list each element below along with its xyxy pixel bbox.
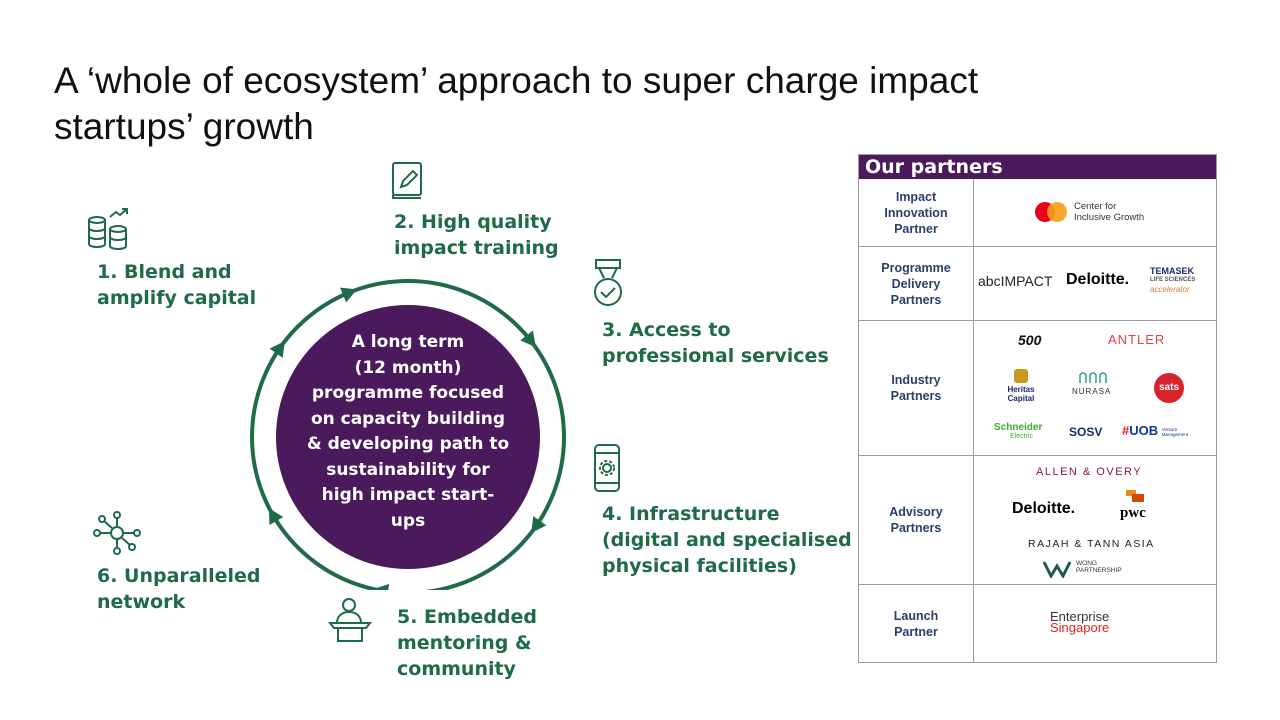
sosv-logo: SOSV <box>1069 425 1103 439</box>
temasek-accelerator-logo: TEMASEK LIFE SCIENCES accelerator <box>1150 266 1196 295</box>
pillar-line: 6. Unparalleled <box>97 565 261 587</box>
network-nodes-icon <box>93 511 141 555</box>
pillar-network: 6. Unparalleled network <box>97 563 261 615</box>
medal-check-icon <box>594 259 622 306</box>
center-inclusive-growth-logo: Center for Inclusive Growth <box>1074 201 1145 223</box>
uob-logo: #UOB Venture Management <box>1122 423 1189 438</box>
center-line: programme focused <box>311 383 505 403</box>
center-line: A long term <box>351 332 465 352</box>
partners-header: Our partners <box>859 155 1216 179</box>
pillar-line: 3. Access to <box>602 319 731 341</box>
center-line: & developing path to <box>306 434 510 454</box>
center-line: ups <box>390 510 426 531</box>
pillar-line: community <box>397 658 516 680</box>
pwc-logo: pwc <box>1120 490 1146 522</box>
partner-row-launch: Launch Partner Enterprise Singapore <box>859 584 1216 662</box>
partner-category: Advisory Partners <box>859 456 974 584</box>
cycle-arrows <box>268 287 547 590</box>
deloitte-logo: Deloitte. <box>1066 271 1130 288</box>
schneider-electric-logo: Schneider Electric <box>994 422 1043 441</box>
partners-table: Our partners Impact Innovation Partner C… <box>858 154 1217 663</box>
pillar-line: impact training <box>394 237 559 259</box>
partner-logos: Enterprise Singapore <box>974 585 1216 662</box>
allen-overy-logo: ALLEN & OVERY <box>1036 466 1143 478</box>
500-logo: 500 <box>1018 332 1042 348</box>
pillar-line: 1. Blend and <box>97 261 232 283</box>
page-title: A ‘whole of ecosystem’ approach to super… <box>54 60 979 147</box>
cycle-arrowhead <box>269 340 285 358</box>
partner-category: Industry Partners <box>859 321 974 455</box>
partner-row-industry: Industry Partners 500 ANTLER Heritas Cap… <box>859 320 1216 455</box>
wong-partnership-logo: WONG PARTNERSHIP <box>1076 560 1122 574</box>
center-line: (12 month) <box>354 357 462 378</box>
pillar-line: 5. Embedded <box>397 606 538 628</box>
center-circle <box>276 305 540 569</box>
partner-logos: Center for Inclusive Growth <box>974 179 1216 246</box>
presenter-podium-icon <box>328 598 372 642</box>
cycle-arrowhead <box>373 583 390 590</box>
partner-category: Programme Delivery Partners <box>859 247 974 320</box>
pillar-line: physical facilities) <box>602 555 797 577</box>
pwc-mark <box>1126 490 1144 502</box>
center-line: high impact start- <box>321 485 495 505</box>
pillar-mentoring-community: 5. Embedded mentoring & community <box>397 604 537 682</box>
cycle-arrowhead <box>520 330 536 348</box>
partner-logos: 500 ANTLER Heritas Capital NURASA sats S… <box>974 321 1216 455</box>
mastercard-logo <box>1035 202 1067 222</box>
cycle-arrowhead <box>531 516 547 534</box>
pillar-line: professional services <box>602 345 829 367</box>
abcimpact-logo: abcIMPACT <box>978 273 1053 289</box>
center-statement: A long term (12 month) programme focused… <box>300 330 516 534</box>
cycle-ring <box>250 279 566 590</box>
book-pen-icon <box>392 162 422 199</box>
partner-category: Impact Innovation Partner <box>859 179 974 246</box>
phone-gear-icon <box>594 444 620 492</box>
pillar-line: (digital and specialised <box>602 529 852 551</box>
deloitte-advisory-logo: Deloitte. <box>1012 500 1076 517</box>
partner-row-advisory: Advisory Partners ALLEN & OVERY Deloitte… <box>859 455 1216 584</box>
nurasa-logo: NURASA <box>1072 387 1112 396</box>
pillar-professional-services: 3. Access to professional services <box>602 317 829 369</box>
pillar-line: 2. High quality <box>394 211 552 233</box>
wong-partnership-mark <box>1042 561 1072 578</box>
coins-growth-icon <box>88 208 128 251</box>
partner-logos: ALLEN & OVERY Deloitte. pwc RAJAH & TANN… <box>974 456 1216 584</box>
center-line: sustainability for <box>326 459 490 480</box>
nurasa-mark <box>1079 372 1107 383</box>
enterprise-singapore-logo: Enterprise Singapore <box>1050 609 1110 635</box>
antler-logo: ANTLER <box>1108 332 1166 347</box>
partner-logos: abcIMPACT Deloitte. TEMASEK LIFE SCIENCE… <box>974 247 1216 320</box>
pillar-line: amplify capital <box>97 287 257 309</box>
partner-row-impact-innovation: Impact Innovation Partner Center for Inc… <box>859 179 1216 246</box>
center-line: on capacity building <box>310 408 506 429</box>
cycle-arrowhead <box>268 508 284 526</box>
pillar-line: network <box>97 591 186 613</box>
rajah-tann-logo: RAJAH & TANN ASIA <box>1028 538 1155 550</box>
pillar-infrastructure: 4. Infrastructure (digital and specialis… <box>602 501 852 579</box>
cycle-arrowhead <box>340 287 358 303</box>
sats-logo: sats <box>1154 373 1184 403</box>
heritas-capital-logo: Heritas Capital <box>1004 369 1038 403</box>
pillar-line: mentoring & <box>397 632 532 654</box>
partner-category: Launch Partner <box>859 585 974 662</box>
pillar-blend-capital: 1. Blend and amplify capital <box>97 259 256 311</box>
pillar-impact-training: 2. High quality impact training <box>394 209 559 261</box>
partner-row-programme-delivery: Programme Delivery Partners abcIMPACT De… <box>859 246 1216 320</box>
cycle-diagram <box>250 279 566 590</box>
pillar-line: 4. Infrastructure <box>602 503 780 525</box>
